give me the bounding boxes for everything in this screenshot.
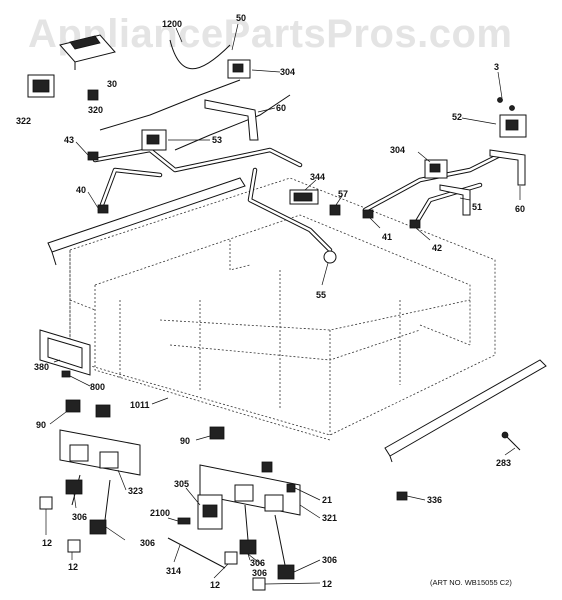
fitting-part-57 (329, 204, 341, 216)
connector-part-40 (97, 204, 109, 214)
callout-306-e: 306 (322, 555, 337, 565)
valve-assembly-part-52 (497, 97, 527, 138)
callout-50: 50 (236, 13, 246, 23)
callout-3: 3 (494, 62, 499, 72)
callout-60-top: 60 (276, 103, 286, 113)
callout-306-a: 306 (72, 512, 87, 522)
callout-57: 57 (338, 189, 348, 199)
orifice-part-43 (87, 151, 99, 161)
callout-12-a: 12 (42, 538, 52, 548)
fitting-part-320 (87, 89, 99, 101)
regulator-part-344 (289, 189, 319, 205)
callout-314: 314 (166, 566, 181, 576)
callout-43: 43 (64, 135, 74, 145)
callout-336: 336 (427, 495, 442, 505)
screw-part-800 (61, 370, 71, 378)
callout-53: 53 (212, 135, 222, 145)
callout-12-d: 12 (322, 579, 332, 589)
callout-55: 55 (316, 290, 326, 300)
thermostat-part-30 (59, 34, 116, 70)
bracket-part-60-top (204, 99, 259, 141)
callout-2100: 2100 (150, 508, 170, 518)
callout-30: 30 (107, 79, 117, 89)
valve-part-304-right (424, 159, 448, 179)
callout-323: 323 (128, 486, 143, 496)
callout-12-b: 12 (68, 562, 78, 572)
callout-1011: 1011 (130, 400, 150, 410)
transformer-part-322 (27, 74, 55, 98)
bracket-part-51 (439, 184, 471, 216)
callout-380: 380 (34, 362, 49, 372)
callout-322: 322 (16, 116, 31, 126)
callout-304-right: 304 (390, 145, 405, 155)
callout-344: 344 (310, 172, 325, 182)
callout-60-right: 60 (515, 204, 525, 214)
leader-lines (45, 23, 521, 585)
callout-1200: 1200 (162, 19, 182, 29)
connector-part-42 (409, 219, 421, 229)
front-manifold-rail (47, 177, 246, 266)
fitting-part-55 (323, 250, 337, 264)
valve-part-304-top (227, 59, 251, 79)
callout-800: 800 (90, 382, 105, 392)
callout-51: 51 (472, 202, 482, 212)
callout-40: 40 (76, 185, 86, 195)
bracket-part-60-right (489, 149, 526, 186)
callout-12-c: 12 (210, 580, 220, 590)
valve-cluster-right (167, 426, 301, 591)
panel-part-380 (39, 329, 91, 376)
screw-part-283 (501, 431, 521, 451)
callout-306-c: 306 (250, 558, 265, 568)
callout-320: 320 (88, 105, 103, 115)
callout-41: 41 (382, 232, 392, 242)
callout-42: 42 (432, 243, 442, 253)
valve-cluster-left (39, 399, 141, 553)
callout-306-d: 306 (252, 568, 267, 578)
callout-90-mid: 90 (180, 436, 190, 446)
connector-part-41 (362, 209, 374, 219)
callout-305: 305 (174, 479, 189, 489)
callout-21: 21 (322, 495, 332, 505)
callout-labels: 1200 50 30 322 320 304 60 3 52 43 53 40 … (16, 13, 525, 590)
valve-assembly-part-53 (141, 129, 167, 151)
hardware-part-336 (396, 491, 408, 501)
callout-90-left: 90 (36, 420, 46, 430)
side-rail (384, 359, 547, 463)
harness-part-1200 (169, 39, 231, 70)
callout-283: 283 (496, 458, 511, 468)
callout-306-b: 306 (140, 538, 155, 548)
callout-304-top: 304 (280, 67, 295, 77)
callout-321: 321 (322, 513, 337, 523)
art-number: (ART NO. WB15055 C2) (430, 578, 512, 587)
callout-52: 52 (452, 112, 462, 122)
